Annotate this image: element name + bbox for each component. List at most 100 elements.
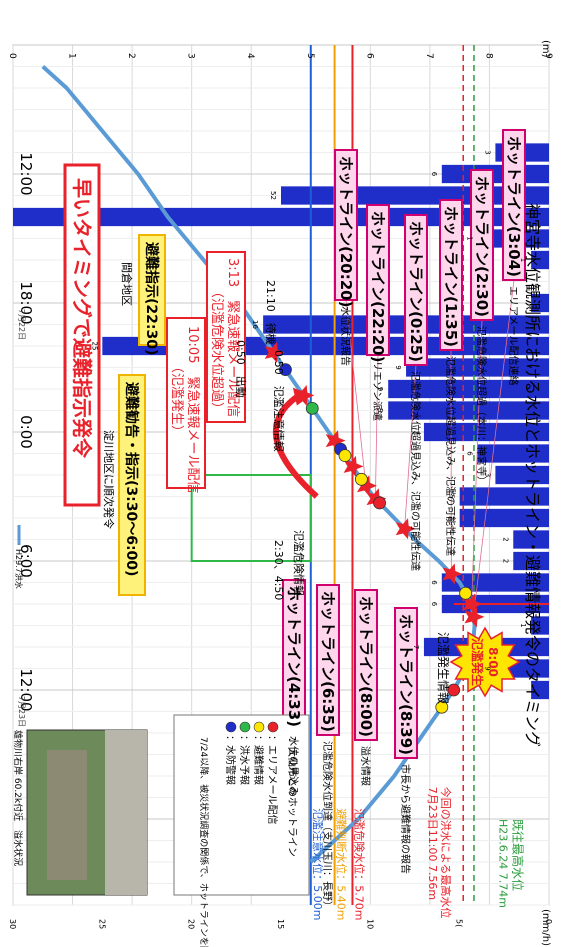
evac-info-marker	[435, 700, 449, 714]
legend-label: ：水防警報	[224, 735, 237, 785]
legend-dot	[225, 721, 237, 733]
photo-water	[47, 750, 87, 880]
hotline-label: ホットライン(0:25)	[407, 221, 425, 362]
hotline-note: リエゾン派遣	[371, 361, 384, 421]
hotline-box	[439, 199, 463, 351]
rain-bar-label: 3	[483, 473, 491, 477]
emergency-mail-text: 3:13 緊急速報メール配信	[225, 258, 240, 417]
rain-bar	[406, 358, 549, 377]
emergency-mail-box	[206, 251, 246, 423]
rain-bar-label: 1	[466, 236, 474, 240]
y-left-tick-label: 6	[364, 53, 374, 59]
rain-bar-label: 2	[448, 516, 456, 520]
hotline-leader	[404, 364, 417, 529]
hotline-note: 氾濫危険水位超過（本川：神宮寺）	[475, 326, 488, 486]
evac-advice-box	[118, 374, 146, 596]
y-right-tick-label: 20	[187, 919, 196, 929]
early-timing-box	[63, 163, 101, 507]
y-left-tick-label: 3	[186, 53, 196, 59]
timeline-annotation: 0:50 出動	[234, 340, 248, 398]
evac-order-sub: 間倉地区	[120, 262, 134, 306]
rain-bar-label: 9	[394, 365, 402, 369]
rain-bar-label: 16	[251, 320, 259, 329]
rain-bar-label: 7	[412, 430, 420, 434]
rain-bar	[441, 164, 549, 184]
reference-label: 今回の洪水による最高水位	[439, 787, 453, 919]
rain-bar-label: 1	[519, 623, 527, 627]
y-right-tick-label: 15	[276, 919, 285, 929]
flood-burst-time: 8:00	[486, 647, 500, 677]
legend-note: 7/24以降、被災状況調査の関係で、ホットラインを回実施。	[198, 737, 210, 947]
emergency-mail-text: （氾濫危険水位超過）	[209, 285, 224, 415]
rain-bar-label: 9	[483, 666, 491, 670]
evac-advice-label: 避難勧告・指示(3:30〜6:00)	[123, 382, 140, 576]
timeline-annotation: 氾濫危険情報	[292, 530, 305, 596]
hotline-label: ホットライン(6:35)	[319, 591, 337, 732]
hotline-note: 溢水情報	[359, 746, 372, 786]
series-legend-label: H29.7洪水	[14, 549, 24, 589]
area-mail-marker	[447, 683, 461, 697]
rain-bar-label: 6	[466, 451, 474, 456]
y-left-unit: (m)	[540, 40, 551, 58]
flood-report-label: 氾濫発生情報	[436, 632, 450, 704]
legend-dot	[253, 721, 265, 733]
legend-dot	[239, 721, 251, 733]
timeline-annotation: 0:50 氾濫注意情報	[272, 350, 286, 452]
x-tick-label: 12:00	[17, 668, 35, 711]
hotline-box	[404, 214, 428, 366]
y-right-tick-label: 10	[365, 919, 374, 929]
reference-label: 既往最高水位	[510, 819, 525, 891]
chart-title: 神宮寺水位観測所における水位とホットライン・避難情報発令のタイミング	[523, 203, 542, 747]
rain-bar-label: 3	[483, 150, 491, 154]
hotline-box	[366, 204, 390, 356]
hotline-label: ホットライン(8:00)	[357, 596, 375, 737]
legend-dot	[267, 721, 279, 733]
rain-bar-label: 1	[519, 258, 527, 262]
y-right-unit: (mm/h)	[540, 909, 551, 946]
rain-bar	[531, 680, 549, 700]
hotline-star	[464, 606, 485, 628]
rain-bar	[531, 616, 549, 635]
timeline-annotation: 2:30、4:50	[272, 540, 285, 600]
hotline-star	[442, 563, 463, 585]
hotline-star	[264, 342, 285, 363]
hotline-label: ホットライン(20:20)	[337, 156, 355, 307]
flood-forecast-marker	[305, 401, 319, 415]
rain-bar-label: 52	[269, 191, 277, 200]
y-left-tick-label: 0	[7, 53, 17, 59]
hotline-box	[316, 584, 340, 736]
y-left-tick-label: 5	[305, 53, 315, 59]
rain-bar	[495, 465, 549, 485]
evac-period-box	[190, 474, 312, 562]
hotline-note: エリアメール配信連絡	[507, 286, 520, 386]
hotline-note: 氾濫危険水位超過見込み、氾濫の可能性伝達	[444, 356, 457, 556]
rain-bar-label: 9	[376, 387, 384, 391]
hotline-note: 氾濫危険水位到達（支川玉川：長野）	[321, 741, 334, 911]
rain-bar-label: 5	[448, 494, 456, 498]
y-left-tick-label: 2	[126, 53, 136, 59]
hotline-box	[354, 589, 378, 741]
evac-order-box	[138, 234, 166, 346]
hotline-label: ホットライン(4:33)	[285, 586, 303, 727]
date-label: 7月22日	[17, 309, 26, 340]
photo-sky	[105, 730, 147, 895]
hotline-star	[325, 430, 346, 452]
reference-label: 避難判断水位：5.40m	[335, 808, 349, 920]
hotline-label: ホットライン(22:20)	[369, 211, 387, 362]
rain-bar	[388, 379, 549, 399]
hotline-star	[395, 518, 416, 540]
evac-advice-sub: 淀川地区に順次発令	[102, 430, 116, 529]
early-timing-arrow	[272, 392, 319, 499]
hotline-leader	[374, 354, 379, 499]
legend-box	[173, 714, 310, 896]
rain-bar	[13, 207, 549, 227]
rain-bar-label: 2	[501, 559, 509, 563]
emergency-mail-text: （氾濫発生）	[169, 360, 184, 438]
rain-bar	[459, 508, 549, 528]
hotline-box	[334, 149, 358, 301]
rain-bar-label: 2	[501, 537, 509, 541]
rain-bar	[423, 422, 549, 442]
flood-burst	[449, 626, 521, 698]
